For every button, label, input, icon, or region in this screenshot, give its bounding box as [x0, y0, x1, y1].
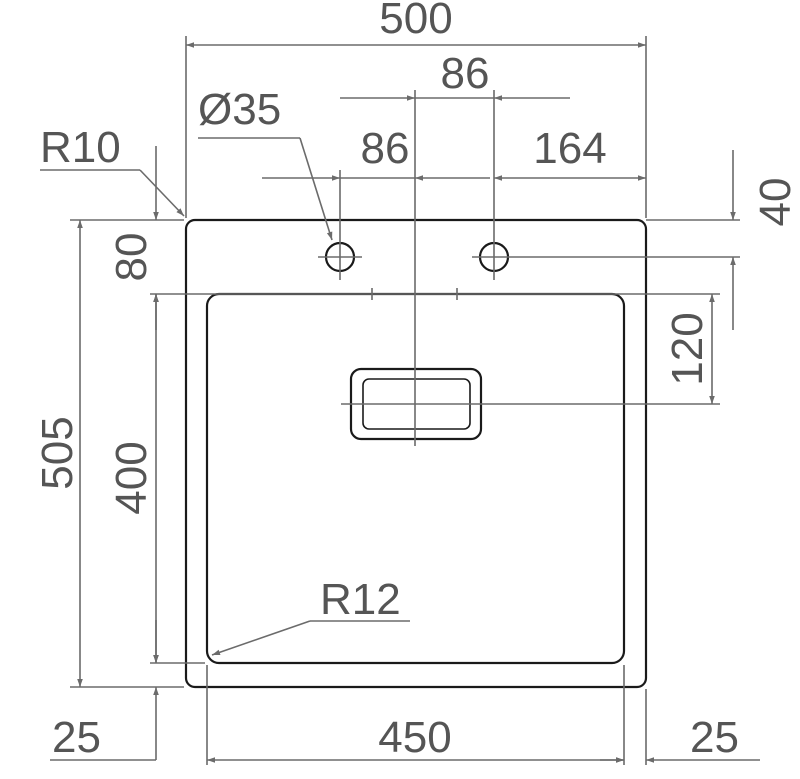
dim-diameter: Ø35: [198, 85, 333, 241]
dim-80: 80: [107, 146, 159, 330]
label-bottom-margin: 25: [52, 713, 101, 762]
label-right-offset: 164: [533, 124, 606, 173]
dim-164: 164: [494, 124, 646, 181]
label-left-offset: 86: [361, 124, 410, 173]
label-corner-radius-inner: R12: [320, 575, 401, 624]
label-side-margin: 25: [690, 713, 739, 762]
extension-lines: [70, 36, 740, 765]
label-bowl-width: 450: [378, 713, 451, 762]
label-hole-diameter: Ø35: [198, 85, 281, 134]
dim-400: 400: [107, 294, 159, 663]
dim-86-top: 86: [340, 49, 570, 101]
label-tap-spacing: 86: [441, 49, 490, 98]
label-top-margin: 80: [107, 233, 156, 282]
dim-86-second: 86: [262, 124, 490, 181]
label-drain-from-bowl-top: 120: [663, 312, 712, 385]
sink-outer-outline: [184, 218, 648, 689]
tap-hole-left: [318, 235, 362, 280]
label-corner-radius-outer: R10: [40, 123, 121, 172]
dim-40: 40: [730, 150, 800, 330]
dim-25-left: 25: [50, 620, 159, 762]
label-hole-from-top: 40: [751, 178, 800, 227]
dim-25-right: 25: [600, 713, 760, 763]
dim-450: 450: [207, 713, 624, 763]
dim-120: 120: [663, 294, 715, 404]
dim-505: 505: [33, 220, 83, 687]
tap-hole-right: [472, 235, 516, 280]
label-bowl-depth: 400: [107, 441, 156, 514]
dim-500: 500: [186, 0, 646, 48]
dim-r10: R10: [40, 123, 185, 217]
label-overall-width: 500: [379, 0, 452, 43]
drain-overflow: [341, 362, 490, 446]
label-overall-depth: 505: [33, 416, 82, 489]
dim-r12: R12: [211, 575, 410, 656]
